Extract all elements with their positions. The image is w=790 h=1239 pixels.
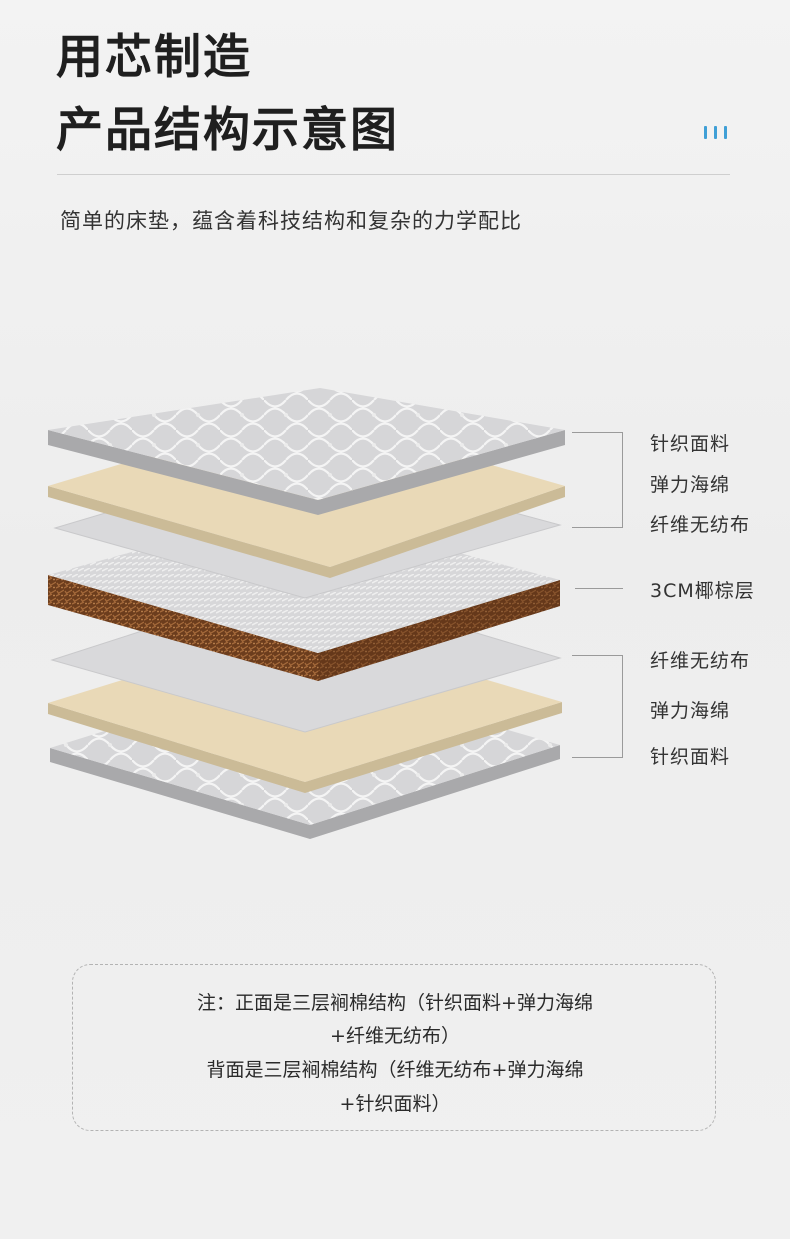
label-bottom-sponge: 弹力海绵 <box>650 700 731 722</box>
note-box <box>72 964 716 1131</box>
core-leader-line <box>575 588 623 589</box>
label-top-nonwoven: 纤维无纺布 <box>650 514 751 536</box>
top-knit-fabric-layer <box>48 388 565 515</box>
label-coir-core: 3CM椰棕层 <box>650 580 755 602</box>
note-line-2: +纤维无纺布） <box>330 1025 460 1047</box>
note-line-1: 注：正面是三层裥棉结构（针织面料+弹力海绵 <box>197 992 593 1014</box>
mattress-layer-diagram <box>48 388 565 839</box>
decor-bars-icon <box>704 126 734 140</box>
note-line-4: +针织面料） <box>339 1093 451 1115</box>
top-group-bracket <box>572 432 623 528</box>
label-top-knit-fabric: 针织面料 <box>650 433 731 455</box>
page-title-line-1: 用芯制造 <box>56 30 252 85</box>
label-bottom-knit-fabric: 针织面料 <box>650 746 731 768</box>
note-line-3: 背面是三层裥棉结构（纤维无纺布+弹力海绵 <box>206 1059 584 1081</box>
header-divider <box>57 174 730 175</box>
page-title-line-2: 产品结构示意图 <box>56 103 399 158</box>
label-top-sponge: 弹力海绵 <box>650 474 731 496</box>
label-bottom-nonwoven: 纤维无纺布 <box>650 650 751 672</box>
subtitle: 简单的床垫，蕴含着科技结构和复杂的力学配比 <box>60 209 522 233</box>
bottom-group-bracket <box>572 655 623 758</box>
